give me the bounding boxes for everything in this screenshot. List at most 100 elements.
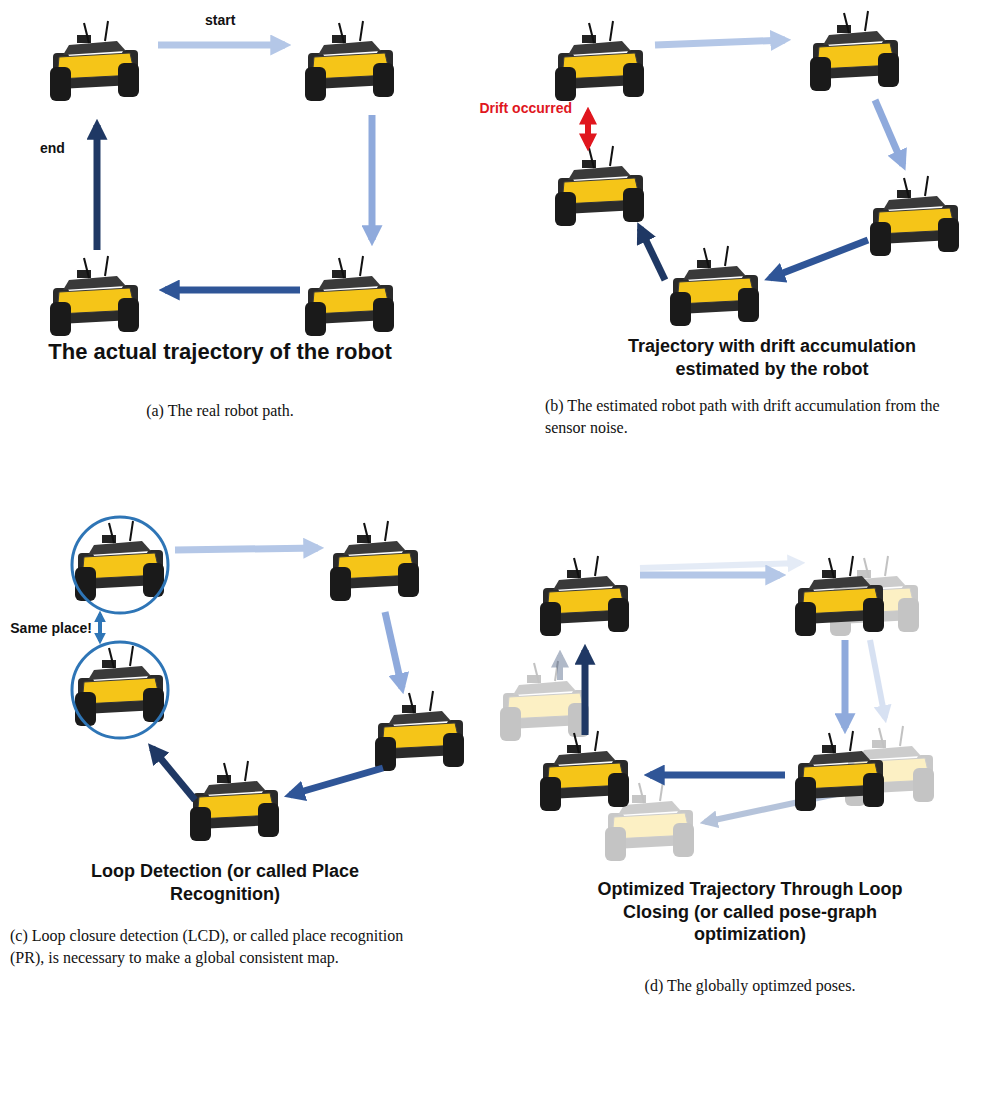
robot-wheel xyxy=(190,807,211,841)
robot-antenna xyxy=(84,258,89,278)
double-arrow xyxy=(98,614,102,641)
robot-antenna xyxy=(864,558,869,578)
robot-plate xyxy=(63,41,126,55)
trajectory-arrow xyxy=(650,772,785,779)
panel-caption: (a) The real robot path. xyxy=(20,400,420,422)
robot-wheel xyxy=(443,733,464,767)
robot-plate xyxy=(63,276,126,290)
robot-antenna xyxy=(109,648,114,668)
robot-wheel xyxy=(795,777,816,811)
robot-antenna xyxy=(339,258,344,278)
robot-antenna xyxy=(574,733,579,753)
robot-icon xyxy=(305,256,394,336)
robot-antenna xyxy=(660,781,663,801)
trajectory-arrow xyxy=(655,40,785,45)
robot-wheel xyxy=(898,598,919,632)
robot-wheel xyxy=(540,602,561,636)
robot-wheel xyxy=(50,302,71,336)
trajectory-arrow xyxy=(94,125,101,250)
robot-wheel xyxy=(623,63,644,97)
robot-plate xyxy=(808,751,871,765)
robot-wheel xyxy=(555,67,576,101)
panel-title: The actual trajectory of the robot xyxy=(0,338,440,366)
robot-plate xyxy=(568,41,631,55)
robot-icon xyxy=(75,521,164,601)
robot-wheel xyxy=(878,53,899,87)
robot-plate xyxy=(808,576,871,590)
trajectory-arrow xyxy=(770,240,868,278)
robot-antenna xyxy=(245,761,248,781)
robot-plate xyxy=(568,166,631,180)
robot-wheel xyxy=(258,803,279,837)
drift-label: Drift occurred xyxy=(450,100,572,118)
robot-antenna xyxy=(105,256,108,276)
robot-antenna xyxy=(850,556,853,576)
robot-antenna xyxy=(385,521,388,541)
robot-icon xyxy=(555,21,644,101)
robot-antenna xyxy=(589,148,594,168)
robot-wheel xyxy=(118,63,139,97)
robot-wheel xyxy=(305,302,326,336)
trajectory-arrow xyxy=(640,228,665,280)
end-label: end xyxy=(40,140,85,158)
start-label: start xyxy=(205,12,265,30)
panel-caption: (c) Loop closure detection (LCD), or cal… xyxy=(10,925,440,968)
robot-antenna xyxy=(360,256,363,276)
robot-antenna xyxy=(430,691,433,711)
robot-wheel xyxy=(938,218,959,252)
robot-wheel xyxy=(863,598,884,632)
trajectory-arrow xyxy=(369,115,376,240)
trajectory-arrow xyxy=(175,548,318,550)
robot-antenna xyxy=(900,726,903,746)
robot-wheel xyxy=(330,567,351,601)
robot-antenna xyxy=(224,763,229,783)
robot-antenna xyxy=(725,246,728,266)
robot-wheel xyxy=(50,67,71,101)
robot-antenna xyxy=(610,146,613,166)
robot-wheel xyxy=(373,298,394,332)
robot-antenna xyxy=(925,176,928,196)
robot-icon xyxy=(795,731,884,811)
robot-wheel xyxy=(605,827,626,861)
robot-plate xyxy=(388,711,451,725)
robot-antenna xyxy=(865,11,868,31)
robot-antenna xyxy=(409,693,414,713)
trajectory-arrow xyxy=(158,42,285,49)
robot-wheel xyxy=(810,57,831,91)
robot-icon xyxy=(500,661,589,741)
robot-antenna xyxy=(339,23,344,43)
robot-plate xyxy=(203,781,266,795)
robot-wheel xyxy=(608,598,629,632)
robot-plate xyxy=(883,196,946,210)
robot-icon xyxy=(330,521,419,601)
robot-icon xyxy=(795,556,884,636)
robot-antenna xyxy=(84,23,89,43)
robot-icon xyxy=(810,11,899,91)
robot-icon xyxy=(190,761,279,841)
robot-wheel xyxy=(863,773,884,807)
robot-antenna xyxy=(904,178,909,198)
trajectory-arrow xyxy=(640,572,780,579)
robot-icon xyxy=(75,646,164,726)
robot-wheel xyxy=(75,567,96,601)
robot-antenna xyxy=(704,248,709,268)
robot-antenna xyxy=(885,556,888,576)
double-arrow xyxy=(585,112,591,146)
panel-title: Optimized Trajectory Through Loop Closin… xyxy=(585,878,915,946)
robot-icon xyxy=(50,256,139,336)
robot-antenna xyxy=(639,783,644,803)
robot-icon xyxy=(305,21,394,101)
robot-wheel xyxy=(118,298,139,332)
robot-plate xyxy=(318,276,381,290)
robot-wheel xyxy=(398,563,419,597)
robot-antenna xyxy=(595,731,598,751)
robot-plate xyxy=(88,541,151,555)
robot-plate xyxy=(318,41,381,55)
robot-antenna xyxy=(105,21,108,41)
robot-plate xyxy=(823,31,886,45)
robot-antenna xyxy=(829,733,834,753)
trajectory-arrow xyxy=(165,287,300,294)
robot-wheel xyxy=(913,768,934,802)
place-circle xyxy=(72,642,168,738)
robot-plate xyxy=(553,751,616,765)
